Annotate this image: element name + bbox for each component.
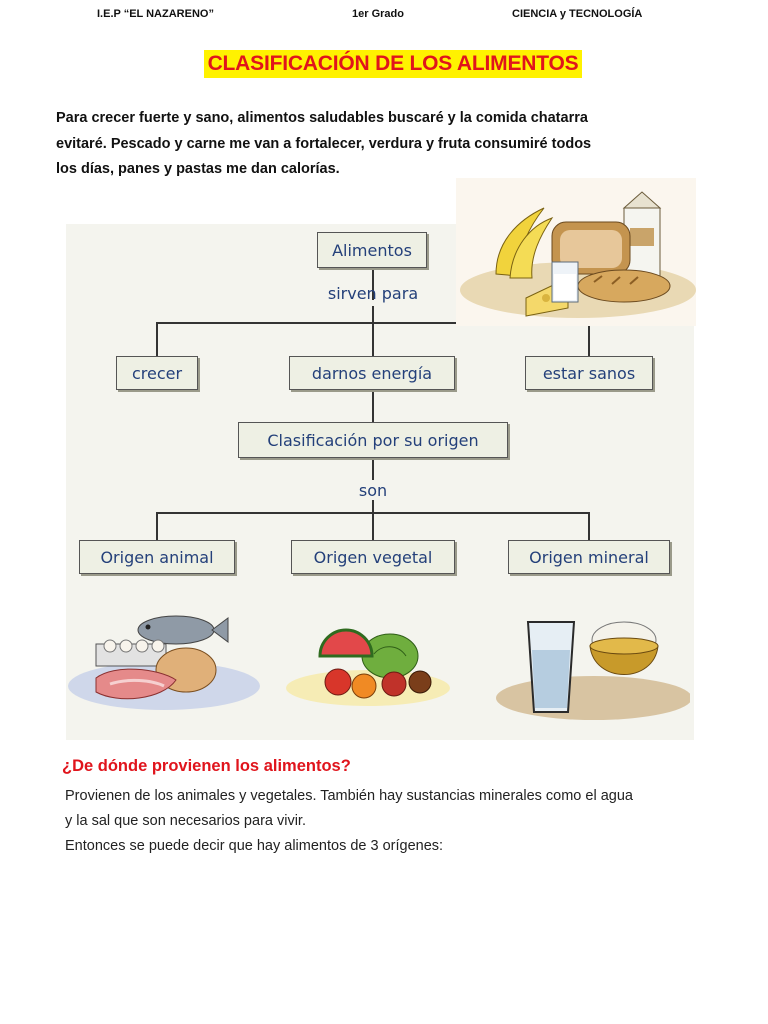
- node-origin-plant: Origen vegetal: [291, 540, 455, 574]
- connector-line: [588, 512, 590, 540]
- body-line: y la sal que son necesarios para vivir.: [65, 809, 633, 834]
- intro-line: Para crecer fuerte y sano, alimentos sal…: [56, 106, 656, 132]
- node-purpose-healthy: estar sanos: [525, 356, 653, 390]
- connector-line: [372, 306, 374, 322]
- subject-label: CIENCIA y TECNOLOGÍA: [512, 8, 642, 20]
- intro-paragraph: Para crecer fuerte y sano, alimentos sal…: [56, 106, 656, 183]
- node-classification: Clasificación por su origen: [238, 422, 508, 458]
- school-name: I.E.P “EL NAZARENO”: [97, 8, 214, 20]
- connector-line: [372, 390, 374, 422]
- body-line: Entonces se puede decir que hay alimento…: [65, 834, 633, 859]
- connector-label: sirven para: [328, 284, 418, 303]
- connector-line: [372, 500, 374, 512]
- intro-line: evitaré. Pescado y carne me van a fortal…: [56, 132, 656, 158]
- section-question: ¿De dónde provienen los alimentos?: [62, 757, 351, 776]
- grade-label: 1er Grado: [352, 8, 404, 20]
- node-purpose-energy: darnos energía: [289, 356, 455, 390]
- connector-line: [372, 458, 374, 480]
- body-line: Provienen de los animales y vegetales. T…: [65, 784, 633, 809]
- connector-line: [372, 512, 374, 540]
- node-origin-mineral: Origen mineral: [508, 540, 670, 574]
- mineral-food-illustration: [490, 612, 690, 722]
- section-body: Provienen de los animales y vegetales. T…: [65, 784, 633, 859]
- connector-line: [372, 322, 374, 356]
- connector-line: [588, 322, 590, 356]
- node-purpose-grow: crecer: [116, 356, 198, 390]
- assorted-food-illustration: [456, 178, 696, 326]
- connector-label: son: [359, 481, 387, 500]
- animal-food-illustration: [66, 608, 266, 716]
- node-origin-animal: Origen animal: [79, 540, 235, 574]
- connector-line: [156, 322, 158, 356]
- connector-line: [156, 512, 158, 540]
- plant-food-illustration: [282, 626, 452, 710]
- page-title: CLASIFICACIÓN DE LOS ALIMENTOS: [204, 50, 582, 78]
- node-root: Alimentos: [317, 232, 427, 268]
